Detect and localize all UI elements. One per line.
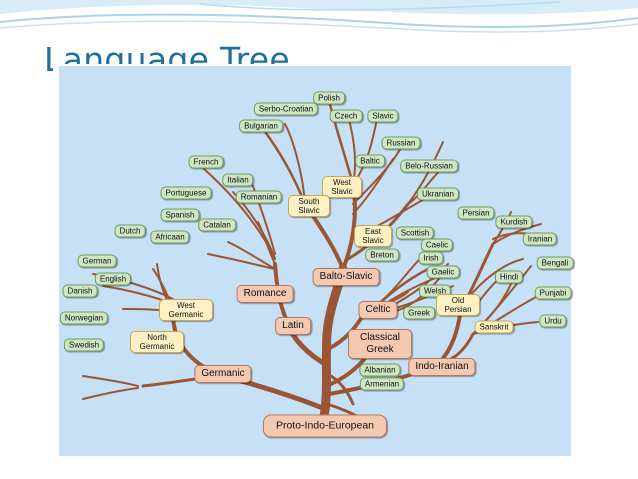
node-caelic: Caelic xyxy=(420,238,454,252)
node-polish: Polish xyxy=(313,91,345,105)
node-italian: Italian xyxy=(222,173,254,187)
node-irish: Irish xyxy=(418,251,444,265)
node-bengali: Bengali xyxy=(536,256,574,270)
node-proto-indo-european: Proto-Indo-European xyxy=(262,414,388,438)
node-old-persian: Old Persian xyxy=(436,294,480,316)
node-urdu: Urdu xyxy=(539,314,567,328)
node-east-slavic: East Slavic xyxy=(354,225,392,247)
node-celtic: Celtic xyxy=(358,301,398,319)
node-latin: Latin xyxy=(275,317,311,335)
node-punjabi: Punjabi xyxy=(534,286,572,300)
node-west-germanic: West Germanic xyxy=(159,299,213,321)
node-africaan: Africaan xyxy=(150,230,190,244)
node-belo-russian: Belo-Russian xyxy=(400,159,458,173)
tree-branches xyxy=(59,66,571,456)
node-slavic: Slavic xyxy=(367,109,399,123)
node-kurdish: Kurdish xyxy=(495,215,533,229)
node-bulgarian: Bulgarian xyxy=(239,119,283,133)
node-swedish: Swedish xyxy=(63,338,105,352)
node-north-germanic: North Germanic xyxy=(130,331,184,353)
node-west-slavic: West Slavic xyxy=(322,176,362,198)
node-dutch: Dutch xyxy=(114,224,146,238)
node-indo-iranian: Indo-Iranian xyxy=(408,358,476,376)
node-portuguese: Portuguese xyxy=(160,186,212,200)
node-scottish: Scottish xyxy=(395,226,435,240)
node-classical-greek: Classical Greek xyxy=(348,329,412,359)
node-greek: Greek xyxy=(403,306,435,320)
node-gaelic: Gaelic xyxy=(426,265,460,279)
node-breton: Breton xyxy=(365,248,399,262)
node-english: English xyxy=(94,272,132,286)
node-south-slavic: South Slavic xyxy=(288,195,330,217)
node-german: German xyxy=(77,254,117,268)
diagram-background xyxy=(59,66,571,456)
node-romanian: Romanian xyxy=(235,190,283,204)
node-albanian: Albanian xyxy=(359,363,401,377)
node-germanic: Germanic xyxy=(194,365,252,383)
node-russian: Russian xyxy=(381,136,421,150)
node-spanish: Spanish xyxy=(160,208,200,222)
node-danish: Danish xyxy=(62,284,98,298)
header-wave-decoration xyxy=(0,0,638,33)
node-romance: Romance xyxy=(236,285,294,303)
node-sanskrit: Sanskrit xyxy=(474,320,514,334)
trunk xyxy=(318,264,348,427)
node-french: French xyxy=(188,155,224,169)
node-norwegian: Norwegian xyxy=(59,311,109,325)
node-serbo-croatian: Serbo-Croatian xyxy=(253,102,319,116)
node-persian: Persian xyxy=(457,206,495,220)
node-armenian: Armenian xyxy=(359,377,405,391)
node-iranian: Iranian xyxy=(522,232,558,246)
node-ukranian: Ukranian xyxy=(416,187,460,201)
node-balto-slavic: Balto-Slavic xyxy=(312,268,380,286)
language-tree-diagram: Polish Serbo-Croatian Czech Slavic Bulga… xyxy=(53,64,584,461)
node-catalan: Catalan xyxy=(198,218,236,232)
node-baltic: Baltic xyxy=(355,154,385,168)
node-czech: Czech xyxy=(329,109,363,123)
node-hindi: Hindi xyxy=(494,270,524,284)
